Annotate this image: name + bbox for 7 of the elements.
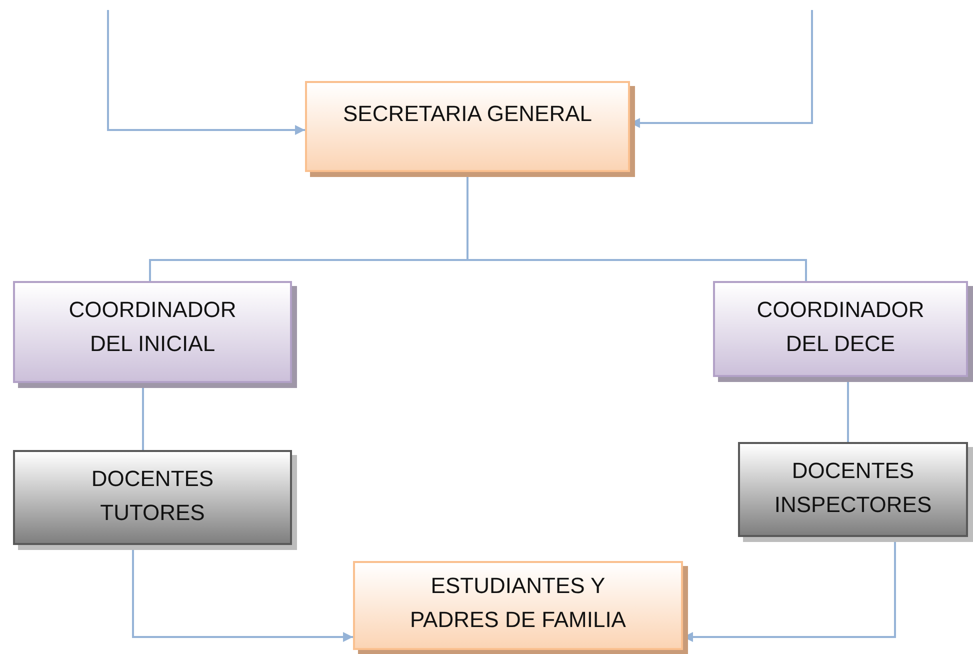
arrow [107, 10, 305, 135]
box-label: SECRETARIA GENERAL [342, 100, 593, 128]
box-label: COORDINADOR DEL INICIAL [68, 296, 238, 358]
box-label: DOCENTES INSPECTORES [773, 457, 933, 519]
box-label: COORDINADOR DEL DECE [756, 296, 926, 358]
box-label: ESTUDIANTES Y PADRES DE FAMILIA [409, 572, 627, 634]
box-label: DOCENTES TUTORES [90, 465, 215, 527]
